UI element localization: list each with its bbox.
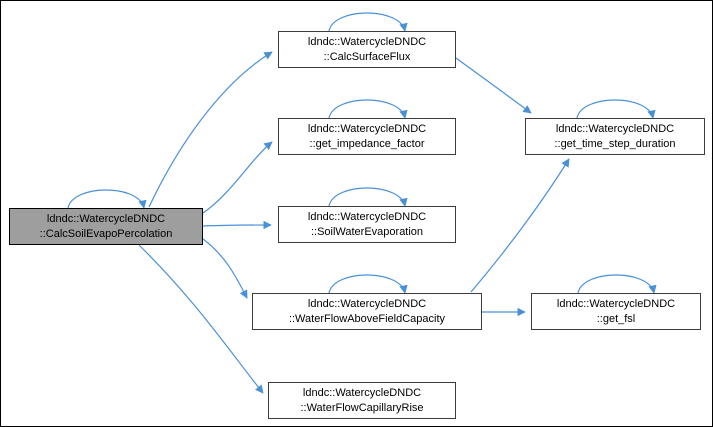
node-get-time-step-duration[interactable]: ldndc::WatercycleDNDC ::get_time_step_du… bbox=[525, 118, 705, 155]
node-water-flow-capillary-rise[interactable]: ldndc::WatercycleDNDC ::WaterFlowCapilla… bbox=[268, 382, 456, 419]
node-label-line2: ::WaterFlowCapillaryRise bbox=[300, 401, 424, 414]
node-label-line2: ::SoilWaterEvaporation bbox=[310, 225, 424, 238]
node-label-line1: ldndc::WatercycleDNDC bbox=[307, 211, 427, 224]
node-label-line1: ldndc::WatercycleDNDC bbox=[46, 213, 166, 226]
self-loop-gettimestepduration bbox=[576, 99, 656, 119]
node-label-line1: ldndc::WatercycleDNDC bbox=[556, 298, 676, 311]
node-label-line1: ldndc::WatercycleDNDC bbox=[307, 36, 427, 49]
self-loop-calcsurfaceflux bbox=[328, 12, 408, 32]
edge-calcsoil-to-waterflowcapillaryrise bbox=[138, 244, 264, 394]
self-loop-soilwaterevaporation bbox=[328, 187, 408, 207]
edge-calcsurfaceflux-to-gettimestepduration bbox=[455, 57, 532, 114]
edge-calcsoil-to-calcsurfaceflux bbox=[148, 51, 273, 208]
self-loop-getimpedancefactor bbox=[328, 99, 408, 119]
node-calc-surface-flux[interactable]: ldndc::WatercycleDNDC ::CalcSurfaceFlux bbox=[278, 31, 456, 68]
edge-calcsoil-to-soilwaterevaporation bbox=[202, 220, 272, 230]
edge-calcsoil-to-getimpedancefactor bbox=[202, 141, 273, 214]
node-label-line2: ::WaterFlowAboveFieldCapacity bbox=[288, 312, 446, 325]
node-label-line2: ::get_impedance_factor bbox=[309, 137, 425, 150]
node-calc-soil-evapo-percolation[interactable]: ldndc::WatercycleDNDC ::CalcSoilEvapoPer… bbox=[9, 208, 203, 245]
node-label-line1: ldndc::WatercycleDNDC bbox=[302, 387, 422, 400]
self-loop-getfsl bbox=[577, 274, 657, 294]
self-loop-waterflowabovefieldcapacity bbox=[328, 274, 408, 294]
node-soil-water-evaporation[interactable]: ldndc::WatercycleDNDC ::SoilWaterEvapora… bbox=[278, 206, 456, 243]
node-label-line1: ldndc::WatercycleDNDC bbox=[307, 123, 427, 136]
node-label-line2: ::CalcSurfaceFlux bbox=[323, 50, 411, 63]
node-label-line1: ldndc::WatercycleDNDC bbox=[555, 123, 675, 136]
node-get-fsl[interactable]: ldndc::WatercycleDNDC ::get_fsl bbox=[531, 293, 701, 330]
node-label-line2: ::get_fsl bbox=[596, 312, 636, 325]
edge-waterflowabove-to-gettimestepduration bbox=[470, 158, 570, 293]
node-label-line2: ::get_time_step_duration bbox=[554, 137, 676, 150]
node-get-impedance-factor[interactable]: ldndc::WatercycleDNDC ::get_impedance_fa… bbox=[278, 118, 456, 155]
node-water-flow-above-field-capacity[interactable]: ldndc::WatercycleDNDC ::WaterFlowAboveFi… bbox=[252, 293, 482, 330]
self-loop-calcsoilevapopercolation bbox=[67, 189, 147, 209]
edge-calcsoil-to-waterflowabovefieldcapacity bbox=[202, 238, 248, 299]
node-label-line1: ldndc::WatercycleDNDC bbox=[307, 298, 427, 311]
node-label-line2: ::CalcSoilEvapoPercolation bbox=[39, 227, 173, 240]
